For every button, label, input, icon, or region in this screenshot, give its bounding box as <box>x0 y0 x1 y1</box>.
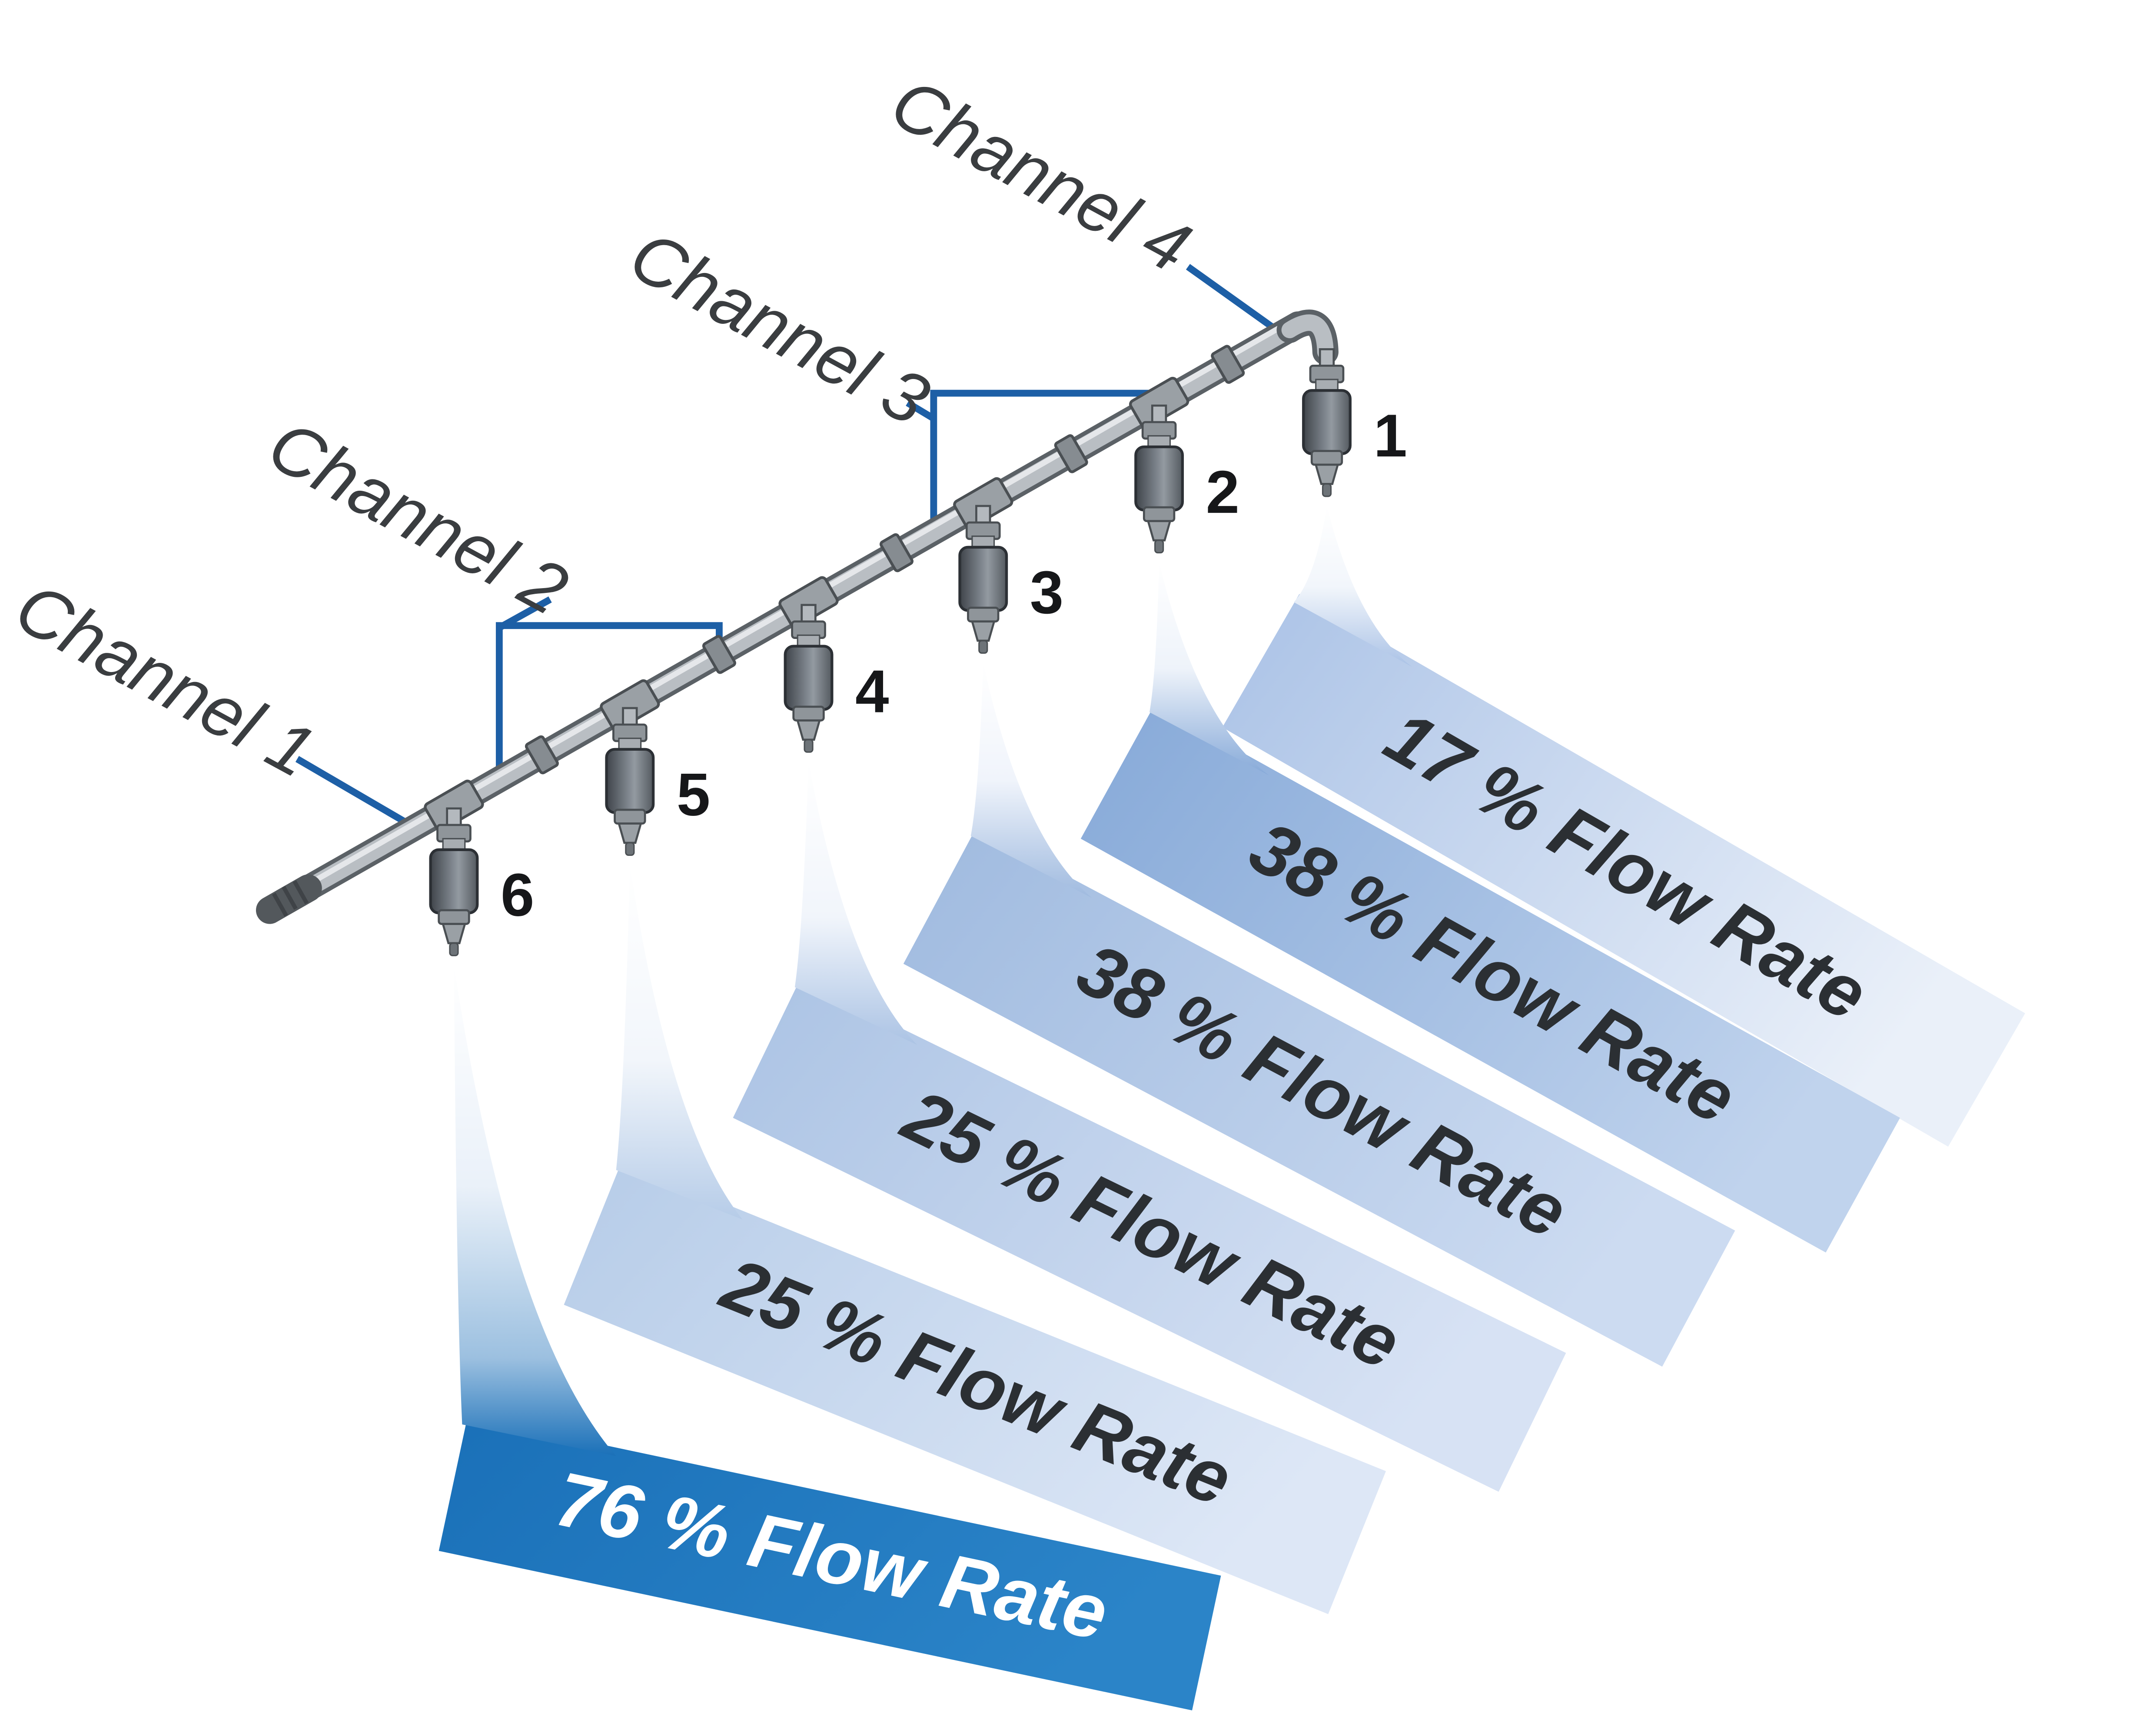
nozzle-cone <box>1314 463 1339 485</box>
channel-1-line <box>295 756 415 829</box>
nozzle-cone <box>796 719 821 741</box>
pipe-coupler <box>879 533 914 572</box>
pipe-coupler <box>702 635 736 674</box>
nozzle-hex <box>967 606 1000 623</box>
channel-label-4: Channel 4 <box>879 62 1203 288</box>
channel-labels: Channel 4 Channel 3 Channel 2 Channel 1 <box>3 62 1203 792</box>
nozzle-number-4: 4 <box>855 658 889 725</box>
nozzle-number-1: 1 <box>1374 402 1407 469</box>
flow-band-6 <box>439 1416 1221 1710</box>
nozzle-valve-body <box>1134 445 1184 512</box>
flow-band-2 <box>1080 704 1900 1253</box>
nozzle-number-3: 3 <box>1030 559 1063 626</box>
nozzle-valve-body <box>958 546 1008 612</box>
spray-peak-4 <box>794 762 917 1045</box>
nozzle-3 <box>958 505 1008 654</box>
spray-peak-6 <box>454 965 616 1456</box>
nozzle-cone <box>617 822 642 844</box>
nozzle-tip <box>804 739 814 753</box>
channel-label-3: Channel 3 <box>618 215 942 440</box>
nozzle-1 <box>1302 348 1352 497</box>
pipe-thread-ridge-2 <box>282 885 298 910</box>
nozzle-cone <box>1146 520 1172 542</box>
nozzle-valve-body <box>784 645 834 711</box>
nozzle-hex <box>438 909 470 925</box>
nozzle-valve-body <box>605 748 655 814</box>
nozzle-hex <box>792 705 825 722</box>
nozzle-2 <box>1134 404 1184 554</box>
nozzle-number-2: 2 <box>1206 459 1239 526</box>
pipe-coupler <box>1054 434 1088 473</box>
flow-band-3 <box>903 828 1735 1367</box>
nozzle-cone <box>442 923 466 945</box>
nozzle-number-5: 5 <box>677 761 710 828</box>
spray-peak-5 <box>616 865 743 1220</box>
channel-label-1: Channel 1 <box>3 567 328 792</box>
nozzle-tip <box>1322 483 1332 497</box>
pipe-thread-ridge-1 <box>272 892 288 917</box>
nozzle-cone <box>970 620 996 642</box>
spray-peak-1 <box>1294 506 1412 667</box>
nozzle-hex <box>1143 506 1176 522</box>
pipe-coupler <box>525 735 559 775</box>
nozzle-hex <box>614 808 646 825</box>
nozzle-hex <box>1310 450 1343 466</box>
pipe-elbow-body <box>1281 314 1334 360</box>
nozzle-6 <box>429 807 479 956</box>
nozzle-tip <box>978 640 988 654</box>
pipe-coupler <box>1211 345 1245 384</box>
nozzle-tip <box>1154 539 1164 554</box>
spray-bands: 17 % Flow Rate 38 % Flow Rate 38 % Flow … <box>439 506 2025 1710</box>
spray-peak-2 <box>1149 562 1269 775</box>
nozzle-tip <box>625 842 635 856</box>
spray-peak-3 <box>970 662 1092 898</box>
nozzle-4 <box>784 604 834 753</box>
nozzle-valve-body <box>1302 389 1352 455</box>
flow-band-1 <box>1222 594 2025 1147</box>
nozzle-number-6: 6 <box>501 862 534 929</box>
channel-4-line <box>1186 264 1286 339</box>
boom-pipe <box>256 309 1339 924</box>
flow-band-5 <box>564 1161 1386 1614</box>
nozzle-5 <box>605 707 655 856</box>
nozzle-tip <box>449 942 459 956</box>
nozzles: 1 2 3 4 <box>429 348 1407 956</box>
channel-label-2: Channel 2 <box>256 404 581 630</box>
flow-band-4 <box>733 979 1566 1492</box>
pipe-thread-ridge-3 <box>292 880 309 905</box>
nozzle-valve-body <box>429 848 479 915</box>
